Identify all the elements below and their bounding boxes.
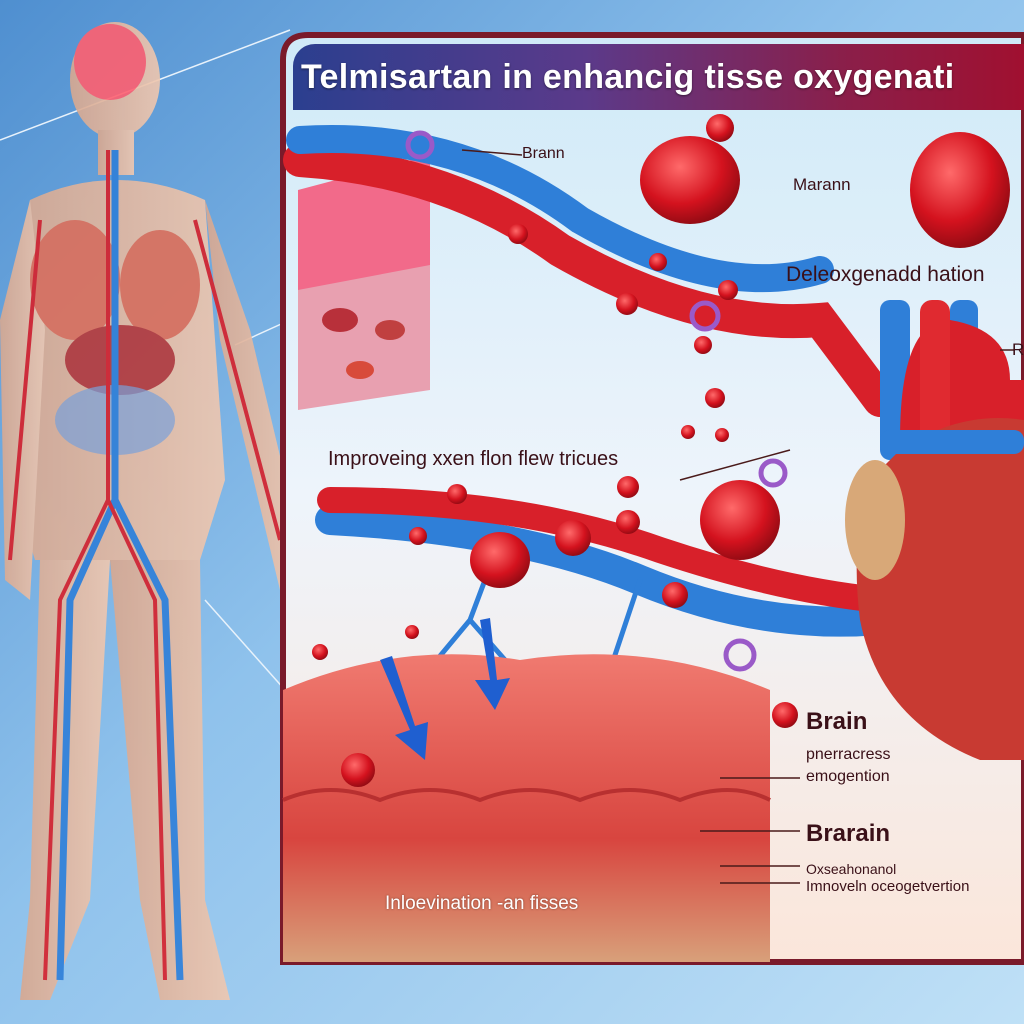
label-brain-1-sub1: pnerracress — [806, 746, 891, 763]
tissue-block — [298, 155, 430, 410]
label-brain-1-sub2: emogention — [806, 768, 890, 785]
label-tissue-bottom: Inloevination -an fisses — [385, 893, 579, 914]
label-marann: Marann — [793, 175, 851, 194]
label-brain-2: Brarain — [806, 820, 891, 847]
label-brain-2-sub2: Imnoveln oceogetvertion — [806, 878, 970, 895]
human-figure — [0, 22, 300, 1000]
flow-arrows — [380, 618, 510, 760]
label-brann: Brann — [522, 145, 565, 162]
label-brain-1: Brain — [806, 708, 868, 735]
label-brain-2-sub1: Oxseahonanol — [806, 861, 897, 877]
heart-illustration — [845, 300, 1024, 760]
label-improving: Improveing xxen flon flew tricues — [328, 448, 619, 470]
oxygen-rings — [405, 130, 788, 672]
label-ra-partial: R — [1012, 340, 1024, 359]
upper-vessels — [283, 125, 897, 417]
label-deoxygenation: Deleoxgenadd hation — [786, 263, 985, 286]
red-blood-cells — [312, 114, 1010, 787]
page-title: Telmisartan in enhancig tisse oxygenati — [293, 44, 1024, 110]
lower-tissue — [283, 654, 770, 962]
label-leaders — [461, 149, 1015, 884]
